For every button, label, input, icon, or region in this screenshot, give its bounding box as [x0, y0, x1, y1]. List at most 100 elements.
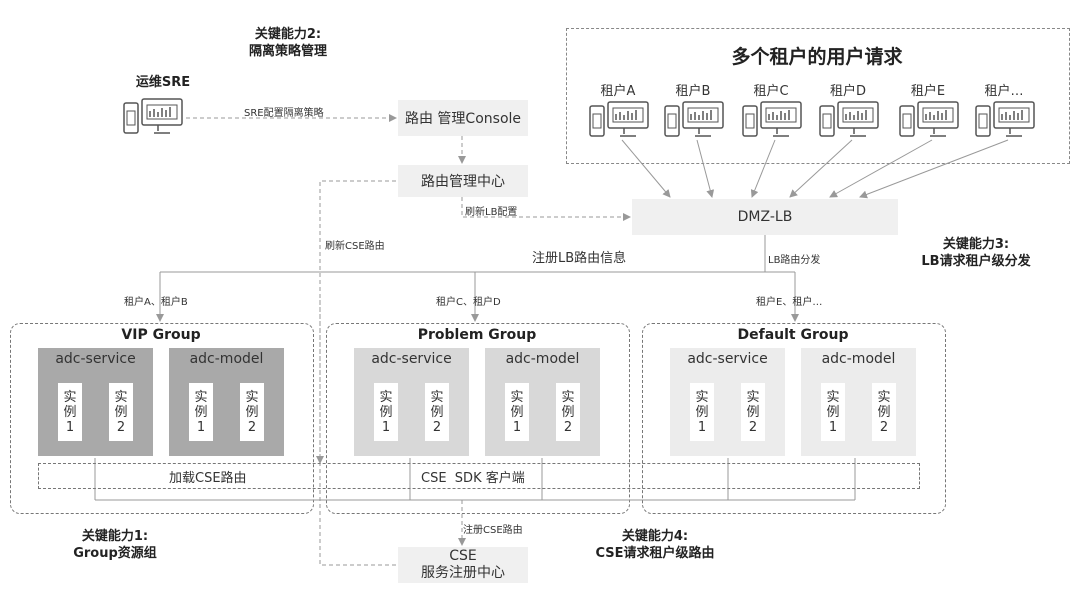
cse-registry-node[interactable]: CSE 服务注册中心	[398, 547, 528, 583]
instance-char: 2	[879, 419, 889, 435]
group-title: VIP Group	[121, 327, 201, 343]
tenant-label: 租户B	[675, 84, 711, 99]
instance-char: 实	[877, 389, 891, 405]
instance-char: 2	[432, 419, 442, 435]
dmz-lb-node[interactable]: DMZ-LB	[632, 199, 898, 235]
instance-char: 1	[381, 419, 391, 435]
cse-registry-title: CSE	[449, 548, 477, 564]
instance-char: 2	[247, 419, 257, 435]
instance-char: 1	[512, 419, 522, 435]
service-name: adc-service	[55, 351, 136, 367]
instance-char: 例	[561, 404, 575, 420]
tenants-title: 多个租户的用户请求	[731, 46, 903, 68]
capability-2-caption: 关键能力2: 隔离策略管理	[233, 26, 343, 60]
instance-char: 2	[563, 419, 573, 435]
tenant-to-dmz-line	[696, 139, 715, 198]
cse-sdk-client-bar: 加载CSE路由 CSE SDK 客户端	[38, 463, 920, 489]
instance-char: 实	[746, 389, 760, 405]
service-name: adc-model	[505, 351, 580, 367]
group-box	[642, 323, 946, 514]
instance-char: 实	[695, 389, 709, 405]
capability-3-caption: 关键能力3: LB请求租户级分发	[906, 236, 1046, 270]
sre-policy-label: SRE配置隔离策略	[244, 108, 324, 119]
cse-registry-subtitle: 服务注册中心	[421, 565, 505, 581]
lb-dispatch-label: LB路由分发	[768, 255, 821, 266]
tenant-monitor-icon	[742, 101, 802, 137]
instance-char: 例	[826, 404, 840, 420]
route-center-node[interactable]: 路由管理中心	[398, 165, 528, 197]
service-name: adc-model	[821, 351, 896, 367]
sre-label: 运维SRE	[135, 75, 191, 90]
group-title: Default Group	[737, 327, 849, 343]
instance-char: 例	[114, 404, 128, 420]
tenant-label: 租户A	[600, 84, 636, 99]
instance-char: 例	[510, 404, 524, 420]
instance-char: 例	[430, 404, 444, 420]
capability-4-text: CSE请求租户级路由	[595, 546, 715, 561]
tenant-label: 租户E	[910, 84, 946, 99]
instance-char: 例	[695, 404, 709, 420]
cse-sdk-label: CSE SDK 客户端	[421, 470, 525, 486]
instance-char: 例	[379, 404, 393, 420]
instance-char: 实	[510, 389, 524, 405]
instance-char: 例	[746, 404, 760, 420]
instance-char: 例	[877, 404, 891, 420]
refresh-lb-label: 刷新LB配置	[465, 207, 518, 218]
tenant-label: 租户…	[984, 84, 1024, 99]
instance-char: 1	[196, 419, 206, 435]
group-title: Problem Group	[417, 327, 537, 343]
instance-char: 例	[63, 404, 77, 420]
instance-char: 例	[245, 404, 259, 420]
tenant-monitor-icon	[975, 101, 1035, 137]
service-name: adc-service	[371, 351, 452, 367]
instance-char: 2	[748, 419, 758, 435]
tenants-box	[566, 28, 1070, 164]
capability-3-text: LB请求租户级分发	[921, 254, 1031, 269]
service-name: adc-service	[687, 351, 768, 367]
route-console-node[interactable]: 路由 管理Console	[398, 100, 528, 136]
tenant-label: 租户C	[753, 84, 789, 99]
capability-4-title: 关键能力4:	[621, 529, 689, 544]
instance-char: 例	[194, 404, 208, 420]
group-box	[10, 323, 314, 514]
instance-char: 实	[245, 389, 259, 405]
instance-char: 2	[116, 419, 126, 435]
tenant-monitor-icon	[819, 101, 879, 137]
capability-2-title: 关键能力2:	[254, 27, 322, 42]
register-cse-label: 注册CSE路由	[463, 525, 523, 536]
register-lb-label: 注册LB路由信息	[532, 251, 627, 266]
tenant-to-dmz-line	[621, 139, 671, 198]
capability-1-text: Group资源组	[73, 546, 157, 561]
instance-char: 实	[379, 389, 393, 405]
instance-char: 实	[114, 389, 128, 405]
tenant-label: 租户D	[829, 84, 866, 99]
capability-1-title: 关键能力1:	[81, 529, 149, 544]
instance-char: 实	[194, 389, 208, 405]
tenant-monitor-icon	[589, 101, 649, 137]
instance-char: 1	[828, 419, 838, 435]
tenant-monitor-icon	[664, 101, 724, 137]
instance-char: 实	[63, 389, 77, 405]
load-cse-route-label: 加载CSE路由	[169, 470, 247, 486]
group-box	[326, 323, 630, 514]
instance-char: 1	[65, 419, 75, 435]
